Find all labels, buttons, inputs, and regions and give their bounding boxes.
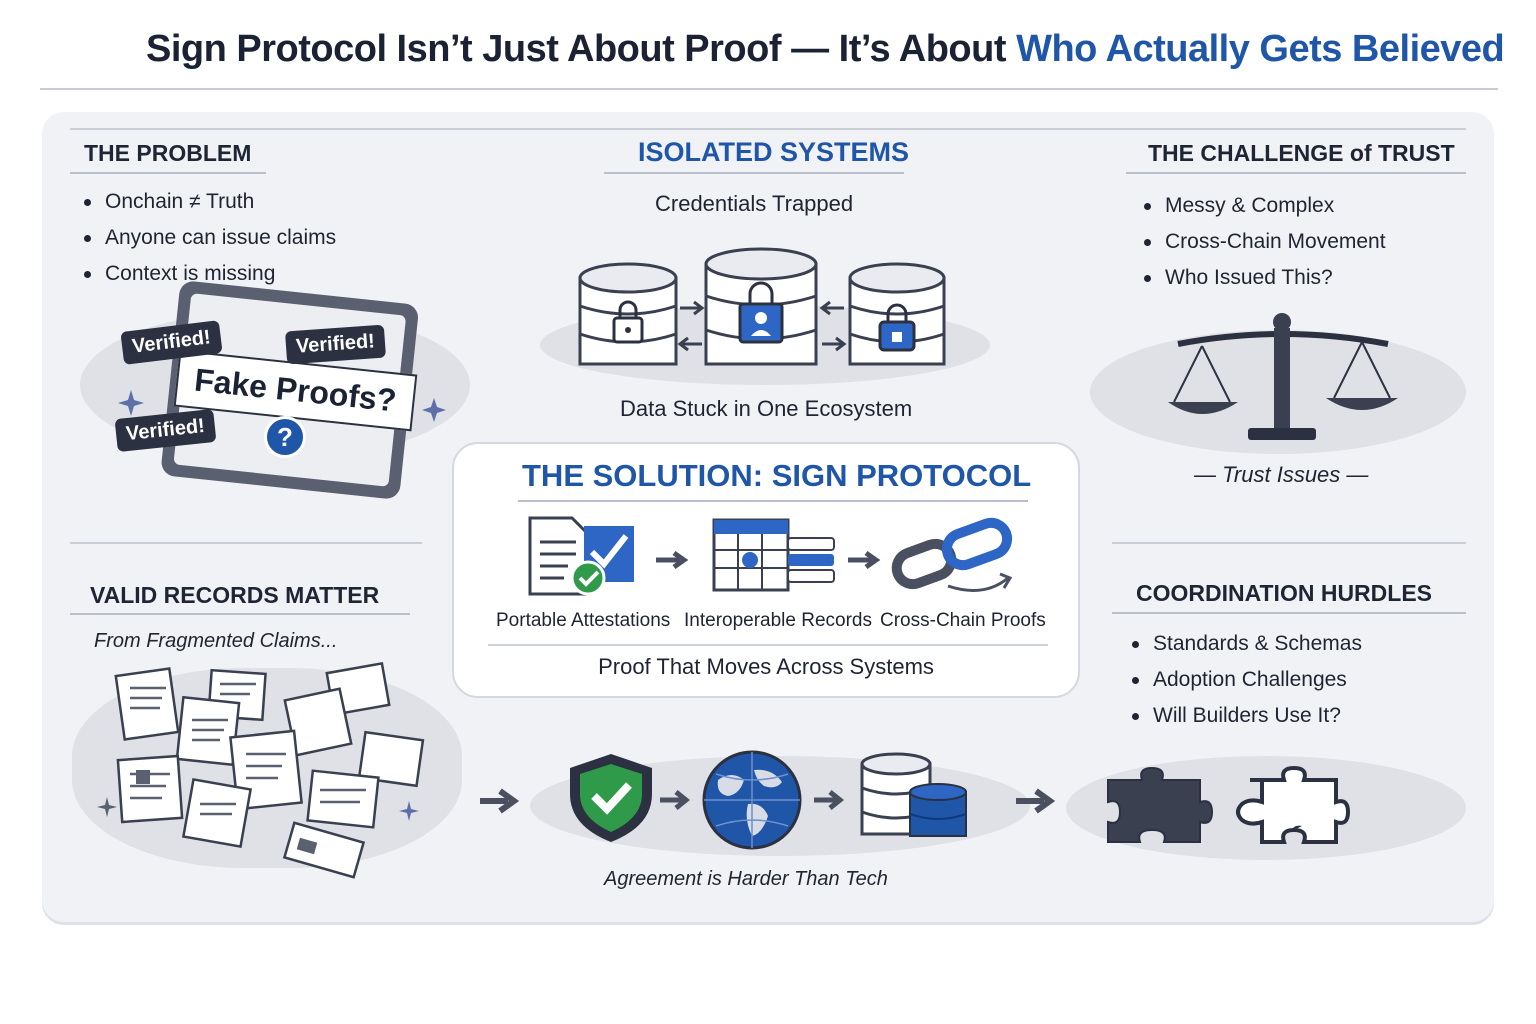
coordination-bullets: Standards & Schemas Adoption Challenges …: [1132, 632, 1362, 740]
solution-item-label: Cross-Chain Proofs: [880, 610, 1046, 631]
database-icon: [848, 262, 946, 366]
question-icon: ?: [264, 416, 306, 458]
problem-bullets: Onchain ≠ Truth Anyone can issue claims …: [84, 190, 336, 298]
arrow-icon: [656, 550, 689, 570]
database-icon: [704, 247, 818, 366]
trust-bullet: Who Issued This?: [1144, 266, 1386, 290]
isolated-underline: [604, 172, 904, 174]
trust-underline: [1126, 172, 1466, 174]
chain-link-icon: [891, 517, 1013, 592]
arrow-icon: [848, 550, 881, 570]
shield-check-icon: [570, 754, 652, 842]
fragmented-documents-icon: [114, 662, 425, 879]
trust-bullet: Cross-Chain Movement: [1144, 230, 1386, 254]
trust-bullets: Messy & Complex Cross-Chain Movement Who…: [1144, 194, 1386, 302]
sparkle-icon: [97, 797, 117, 817]
valid-underline: [70, 613, 410, 615]
verified-sticker: Verified!: [284, 324, 386, 365]
sparkle-icon: [399, 801, 419, 821]
isolated-caption: Data Stuck in One Ecosystem: [620, 396, 913, 421]
coordination-bullet: Will Builders Use It?: [1132, 704, 1362, 728]
coordination-bullet: Standards & Schemas: [1132, 632, 1362, 656]
valid-heading: VALID RECORDS MATTER: [90, 582, 380, 608]
solution-underline: [518, 500, 1028, 502]
database-silos-icon: [578, 247, 946, 366]
title-part2: It’s About: [838, 28, 1017, 70]
arrow-icon: [1016, 788, 1056, 814]
coordination-section-rule: [1112, 542, 1466, 544]
arrow-icon: [660, 790, 691, 810]
coordination-underline: [1112, 612, 1466, 614]
isolated-subtitle: Credentials Trapped: [655, 191, 854, 216]
problem-bullet: Onchain ≠ Truth: [84, 190, 336, 214]
sparkle-icon: [118, 390, 144, 416]
page-title: Sign Protocol Isn’t Just About Proof — I…: [146, 28, 1505, 71]
database-stack-icon: [860, 752, 967, 837]
trust-caption: — Trust Issues —: [1194, 462, 1369, 487]
valid-subtitle: From Fragmented Claims...: [94, 630, 338, 652]
database-icon: [578, 262, 678, 366]
title-part1: Sign Protocol Isn’t Just About Proof: [146, 28, 782, 70]
scale-icon: [1168, 313, 1398, 440]
coordination-heading: COORDINATION HURDLES: [1136, 580, 1433, 606]
globe-icon: [702, 750, 802, 850]
title-dash: —: [781, 28, 839, 70]
valid-section-rule: [70, 542, 422, 544]
attestation-icon: [528, 516, 634, 596]
coordination-bullet: Adoption Challenges: [1132, 668, 1362, 692]
arrow-icon: [480, 788, 520, 814]
puzzle-pieces-icon: [1107, 765, 1351, 844]
solution-heading: THE SOLUTION: SIGN PROTOCOL: [522, 458, 1032, 493]
trust-bullet: Messy & Complex: [1144, 194, 1386, 218]
problem-underline: [70, 172, 266, 174]
interoperable-icon: [712, 518, 835, 592]
arrow-icon: [814, 790, 845, 810]
problem-heading: THE PROBLEM: [84, 140, 252, 166]
solution-item-label: Interoperable Records: [684, 610, 872, 631]
solution-item-label: Portable Attestations: [496, 610, 671, 631]
trust-heading: THE CHALLENGE of TRUST: [1148, 140, 1455, 166]
bottom-caption: Agreement is Harder Than Tech: [604, 868, 888, 890]
solution-box: THE SOLUTION: SIGN PROTOCOL Portable Att…: [452, 442, 1080, 698]
problem-bullet: Anyone can issue claims: [84, 226, 336, 250]
solution-caption: Proof That Moves Across Systems: [598, 654, 934, 679]
title-accent: Who Actually Gets Believed: [1016, 28, 1505, 70]
top-section-rule: [70, 128, 1466, 130]
title-bar: Sign Protocol Isn’t Just About Proof — I…: [40, 18, 1505, 90]
solution-divider: [488, 644, 1048, 646]
isolated-heading: ISOLATED SYSTEMS: [638, 137, 910, 167]
sparkle-icon: [422, 398, 446, 422]
problem-bullet: Context is missing: [84, 262, 336, 286]
